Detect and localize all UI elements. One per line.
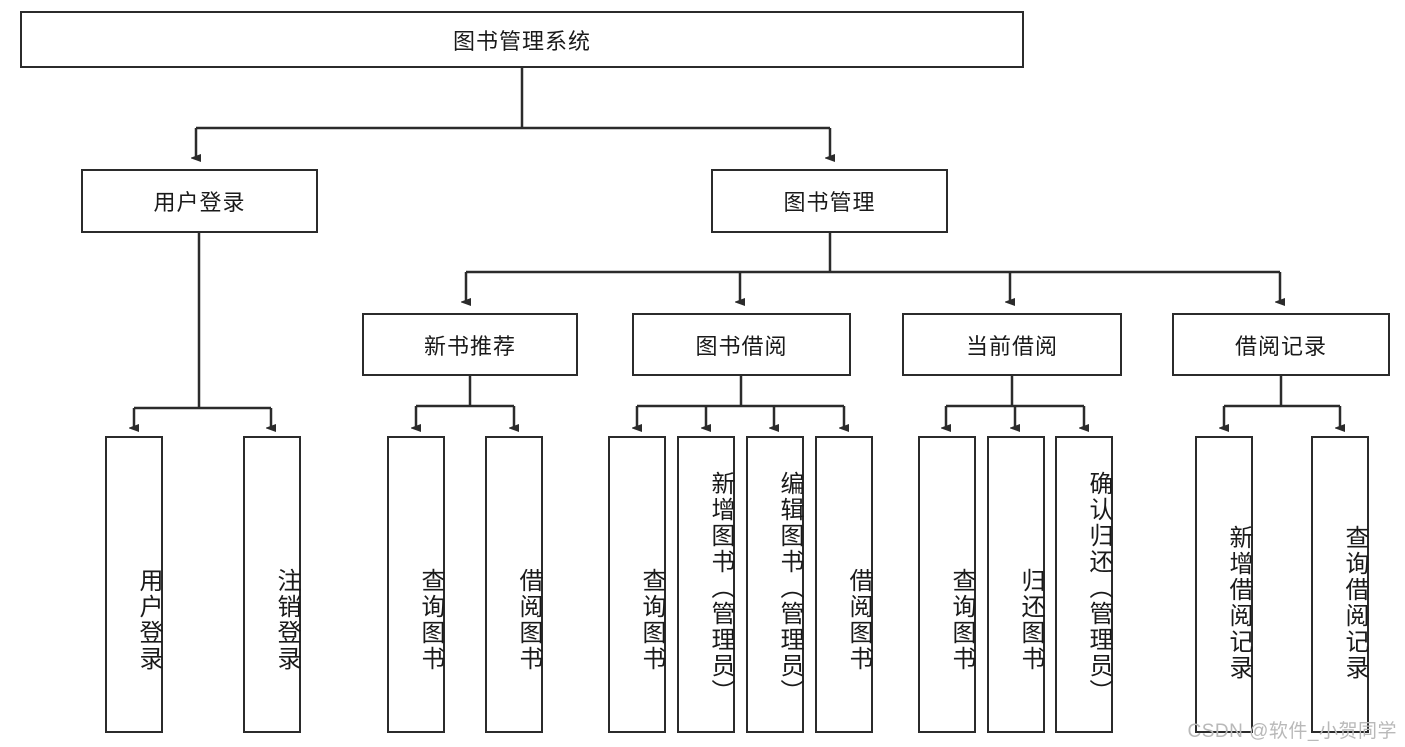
node-label: 新增图书（管理员） (707, 470, 734, 705)
leaf-current-borrow-return[interactable]: 归还图书 (987, 436, 1045, 733)
leaf-book-borrow-query[interactable]: 查询图书 (608, 436, 666, 733)
watermark: CSDN @软件_小贺同学 (1187, 721, 1397, 742)
leaf-current-borrow-confirm-return[interactable]: 确认归还（管理员） (1055, 436, 1113, 733)
node-label: 用户登录 (153, 190, 246, 215)
node-label: 图书管理系统 (452, 28, 591, 54)
leaf-book-borrow-edit[interactable]: 编辑图书（管理员） (746, 436, 804, 733)
node-label: 查询图书 (638, 567, 665, 672)
leaf-book-borrow-borrow[interactable]: 借阅图书 (815, 436, 873, 733)
node-new-book-recommend[interactable]: 新书推荐 (362, 313, 578, 376)
node-label: 借阅图书 (845, 567, 872, 672)
node-label: 查询借阅记录 (1341, 524, 1368, 681)
node-label: 图书管理 (783, 190, 876, 215)
node-book-management[interactable]: 图书管理 (711, 169, 948, 233)
leaf-new-book-query[interactable]: 查询图书 (387, 436, 445, 733)
node-label: 用户登录 (135, 567, 162, 672)
node-book-borrow[interactable]: 图书借阅 (632, 313, 851, 376)
node-current-borrow[interactable]: 当前借阅 (902, 313, 1122, 376)
node-label: 查询图书 (948, 567, 975, 672)
node-label: 确认归还（管理员） (1085, 470, 1112, 705)
leaf-user-login-signin[interactable]: 用户登录 (105, 436, 163, 733)
node-label: 借阅记录 (1234, 333, 1327, 359)
node-user-login[interactable]: 用户登录 (81, 169, 318, 233)
node-label: 新增借阅记录 (1225, 524, 1252, 681)
leaf-new-book-borrow[interactable]: 借阅图书 (485, 436, 543, 733)
node-label: 编辑图书（管理员） (776, 470, 803, 705)
leaf-borrow-record-query[interactable]: 查询借阅记录 (1311, 436, 1369, 733)
node-label: 查询图书 (417, 567, 444, 672)
leaf-current-borrow-query[interactable]: 查询图书 (918, 436, 976, 733)
node-borrow-record[interactable]: 借阅记录 (1172, 313, 1390, 376)
node-label: 借阅图书 (515, 567, 542, 672)
leaf-user-login-signout[interactable]: 注销登录 (243, 436, 301, 733)
node-root-library-system[interactable]: 图书管理系统 (20, 11, 1024, 68)
leaf-book-borrow-add[interactable]: 新增图书（管理员） (677, 436, 735, 733)
node-label: 注销登录 (273, 567, 300, 672)
node-label: 当前借阅 (965, 333, 1058, 359)
node-label: 归还图书 (1017, 567, 1044, 672)
node-label: 图书借阅 (695, 333, 788, 359)
leaf-borrow-record-add[interactable]: 新增借阅记录 (1195, 436, 1253, 733)
node-label: 新书推荐 (423, 333, 516, 359)
